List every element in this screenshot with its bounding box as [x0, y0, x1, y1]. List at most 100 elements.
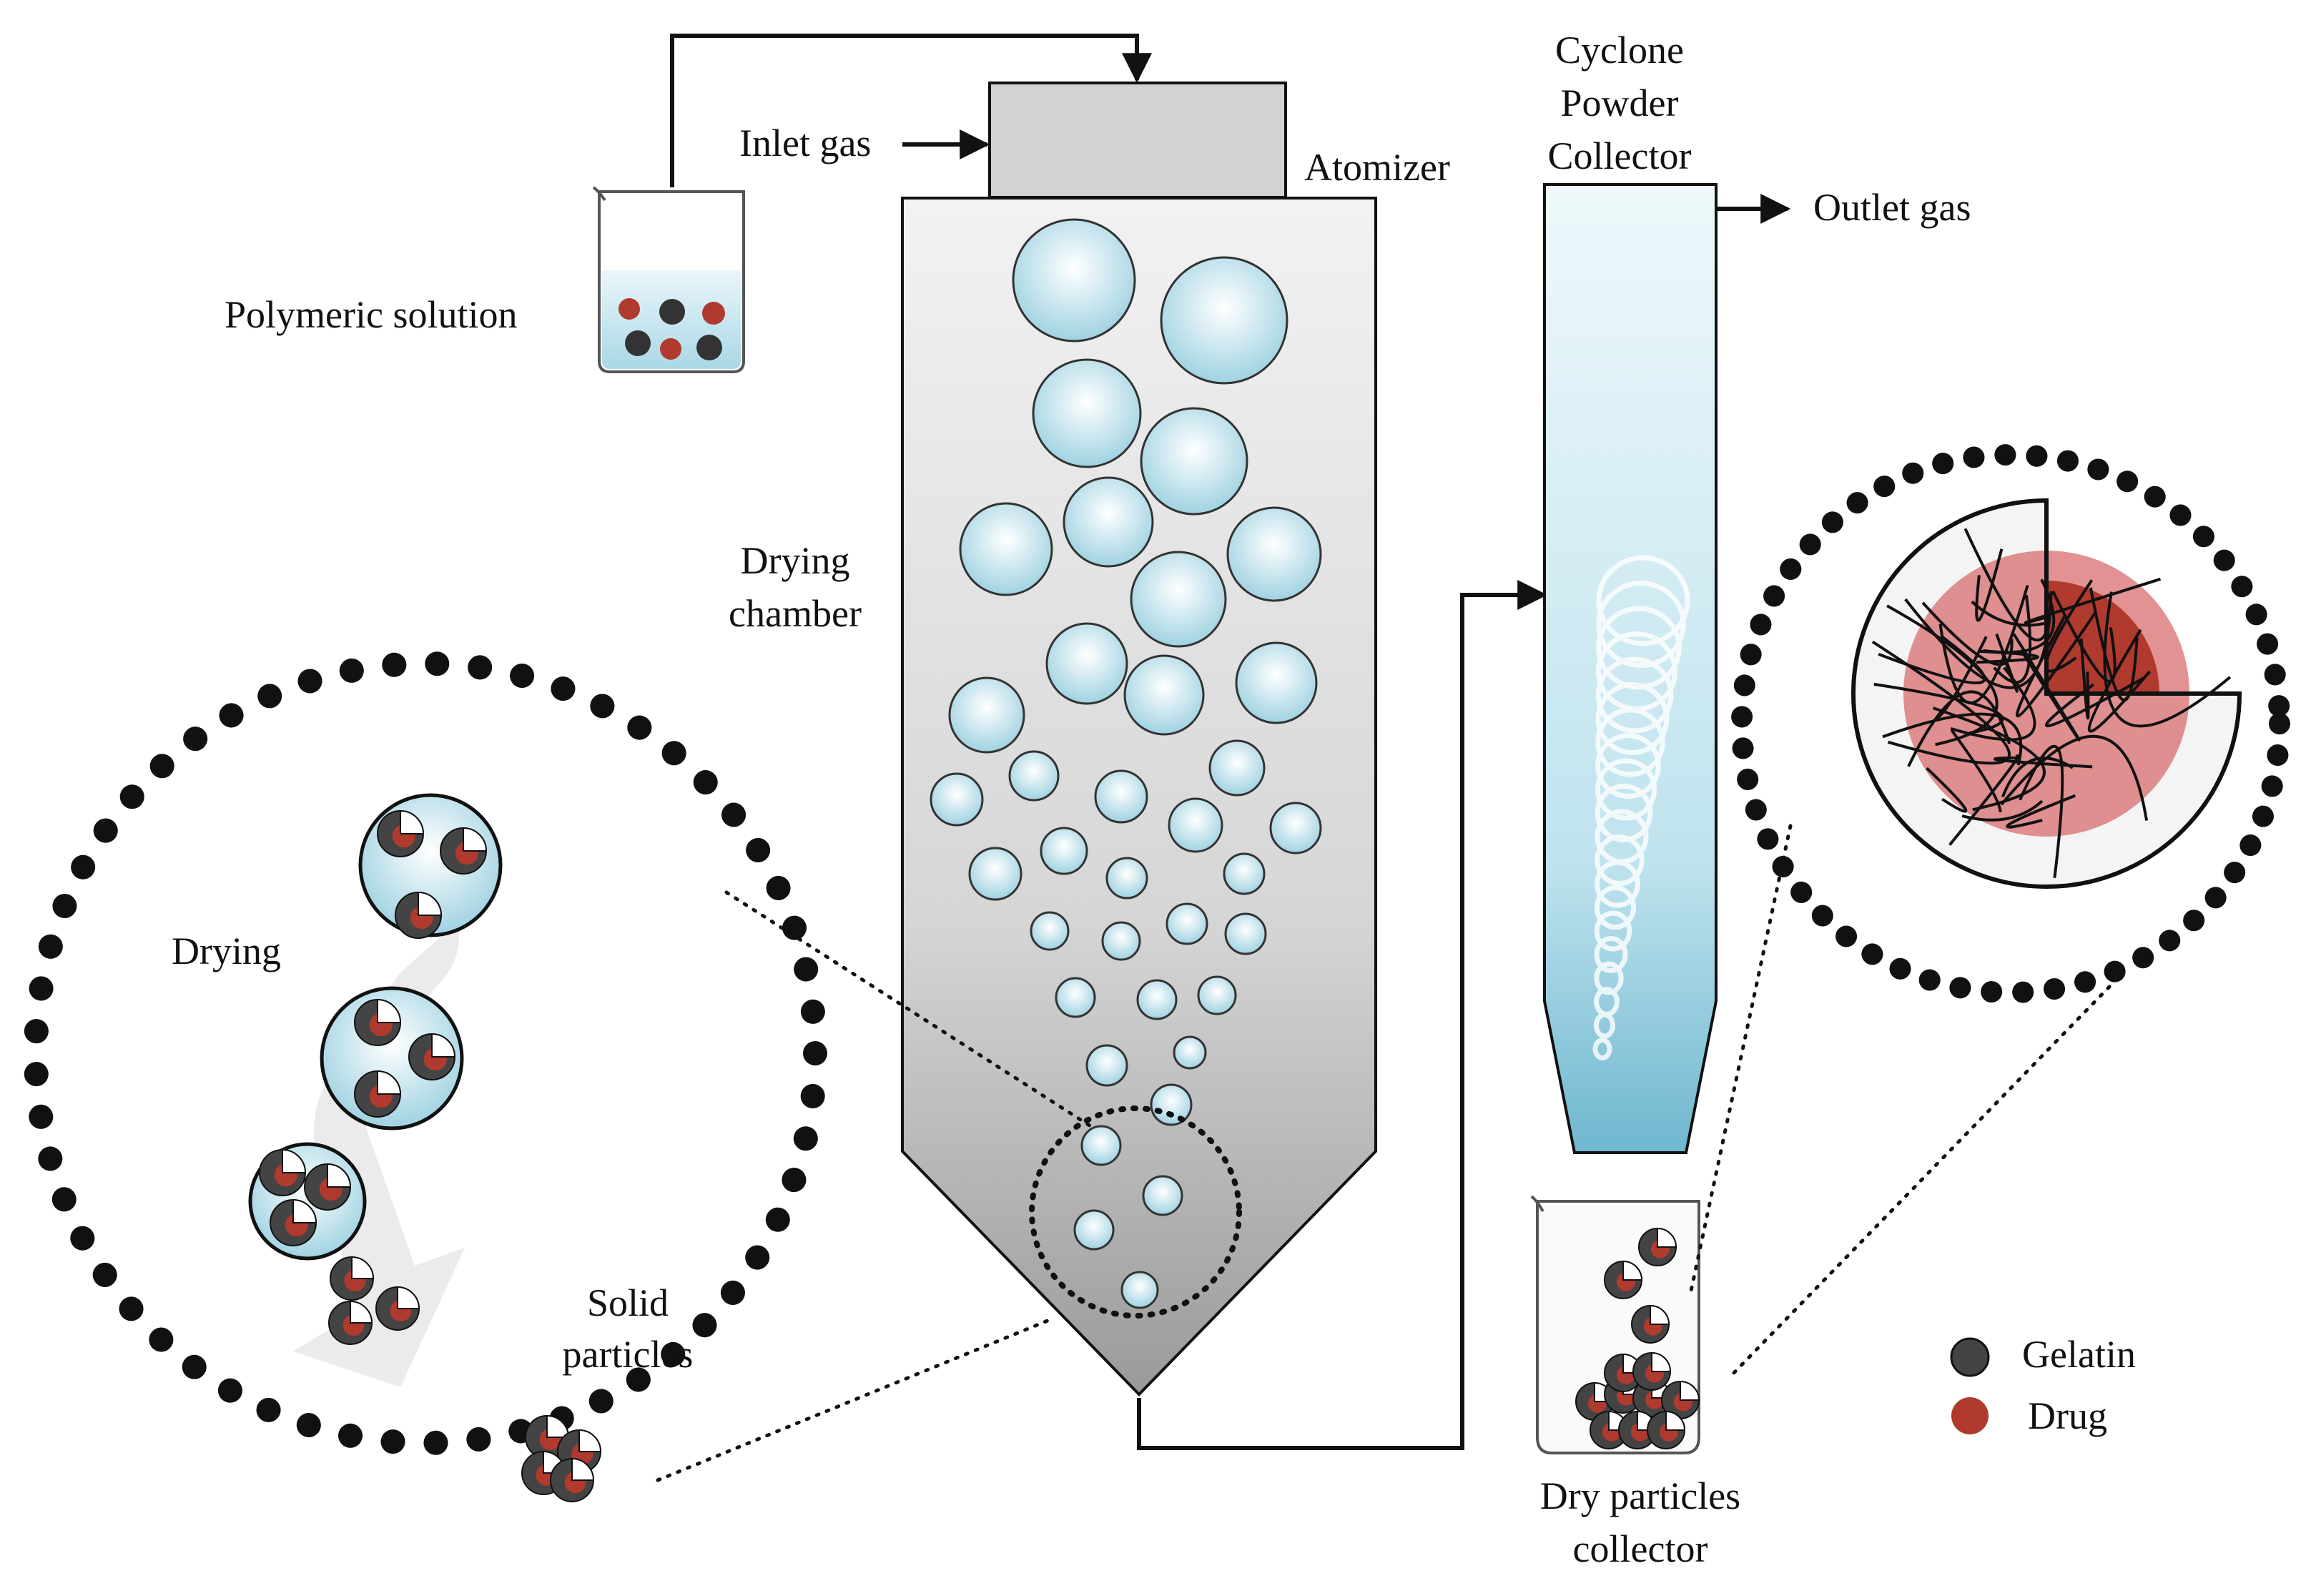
droplet — [1094, 769, 1148, 824]
gelatin-strand — [1948, 754, 2020, 846]
solid-particle — [330, 1256, 375, 1301]
droplet — [1073, 1209, 1115, 1251]
gelatin-particle — [659, 299, 685, 325]
solid-particle — [304, 1163, 352, 1211]
droplet — [1136, 979, 1178, 1020]
droplet — [1166, 902, 1208, 945]
droplet — [1197, 975, 1237, 1015]
droplet — [1224, 912, 1267, 955]
gelatin-strand — [1938, 584, 2029, 704]
droplet — [1168, 797, 1223, 853]
gelatin-strand — [1961, 799, 2044, 822]
gelatin-strand — [1878, 634, 1986, 685]
label-drying-chamber-2: chamber — [729, 592, 862, 635]
solid-particle — [1632, 1351, 1672, 1391]
gelatin-strand — [2044, 676, 2145, 728]
droplet — [1080, 1125, 1122, 1166]
solid-particle — [550, 1457, 595, 1502]
gelatin-strand — [1936, 636, 1988, 721]
droplet — [1012, 218, 1136, 343]
label-solid-particles-2: particles — [563, 1333, 694, 1376]
drug-legend-icon — [1951, 1397, 1989, 1434]
droplet — [968, 847, 1022, 901]
gelatin-legend-icon — [1950, 1337, 1990, 1377]
legend-gelatin: Gelatin — [2022, 1333, 2136, 1376]
label-dry-collector-1: Dry particles — [1540, 1474, 1740, 1517]
gelatin-particle — [625, 330, 651, 356]
cyclone-powder-collector — [1543, 183, 1718, 1154]
legend-drug: Drug — [2028, 1394, 2107, 1437]
swirl-ring — [1596, 581, 1686, 668]
droplet — [959, 502, 1053, 596]
label-solid-particles-1: Solid — [587, 1281, 669, 1324]
droplet — [1123, 654, 1205, 736]
label-drying: Drying — [172, 930, 281, 972]
labels: Inlet gas Atomizer Cyclone Powder Collec… — [172, 29, 1971, 1570]
gelatin-strand — [1950, 666, 2036, 742]
gelatin-strand — [1975, 548, 2004, 622]
gelatin-strand — [1971, 600, 2051, 627]
gelatin-strand — [2000, 734, 2149, 821]
solid-particle — [440, 827, 488, 875]
solid-particle — [375, 1286, 420, 1331]
label-outlet-gas: Outlet gas — [1813, 186, 1971, 229]
droplet — [1173, 1035, 1207, 1070]
gelatin-strand — [2001, 757, 2074, 798]
droplet — [1040, 827, 1088, 875]
droplet — [1269, 802, 1322, 854]
solid-particle — [270, 1198, 317, 1246]
droplet — [1101, 921, 1141, 961]
droplet — [1140, 407, 1248, 516]
label-drying-chamber-1: Drying — [741, 539, 850, 582]
solid-particle — [377, 809, 425, 857]
solid-particle — [1631, 1304, 1670, 1344]
gelatin-strand — [2024, 577, 2162, 624]
gelatin-strand — [1963, 528, 2050, 641]
droplet — [1150, 1083, 1193, 1126]
solid-particle — [1638, 1227, 1677, 1266]
swirl-ring — [1595, 758, 1657, 821]
label-cyclone-3: Collector — [1548, 134, 1692, 177]
gelatin-strand — [1932, 706, 2046, 812]
solid-particle — [354, 998, 402, 1046]
flow-lines — [670, 34, 1791, 1450]
droplet — [1032, 358, 1142, 468]
gelatin-strand — [2044, 579, 2094, 673]
droplet — [1063, 476, 1154, 568]
droplet — [1142, 1175, 1183, 1216]
gelatin-strand — [2079, 639, 2090, 720]
solid-particle — [408, 1033, 456, 1080]
gelatin-strand — [2006, 794, 2076, 829]
gelatin-strand — [1886, 604, 1999, 747]
label-atomizer: Atomizer — [1304, 146, 1450, 189]
gelatin-strand — [1950, 729, 2002, 813]
gelatin-strand — [1926, 767, 1968, 813]
zoom-connector-left — [656, 890, 1096, 1482]
gelatin-strand — [1994, 756, 2093, 769]
gelatin-strand — [1873, 682, 2004, 735]
swirl-ring — [1596, 555, 1690, 646]
solid-particle — [1604, 1260, 1643, 1299]
drug-particle — [660, 338, 681, 360]
gelatin-strand — [2051, 591, 2117, 683]
swirl-ring — [1592, 1038, 1612, 1060]
solid-particle — [328, 1300, 373, 1345]
solid-particle — [354, 1070, 402, 1118]
gelatin-strand — [1993, 594, 2032, 684]
droplet — [1085, 1044, 1128, 1087]
droplet — [1030, 911, 1070, 951]
swirl-ring — [1594, 936, 1628, 973]
label-cyclone-1: Cyclone — [1555, 29, 1684, 72]
drying-stages — [248, 793, 602, 1502]
gelatin-strand — [1871, 640, 2011, 765]
feed-line — [670, 34, 1152, 187]
droplet — [1130, 551, 1227, 648]
swirl-ring — [1594, 885, 1637, 930]
droplet — [1105, 857, 1148, 900]
solid-particle — [1647, 1410, 1686, 1449]
drug-particle — [619, 298, 640, 320]
gelatin-strand — [2103, 591, 2232, 728]
swirl-ring — [1595, 859, 1640, 908]
droplet — [1223, 852, 1266, 895]
drug-particle — [702, 302, 725, 325]
